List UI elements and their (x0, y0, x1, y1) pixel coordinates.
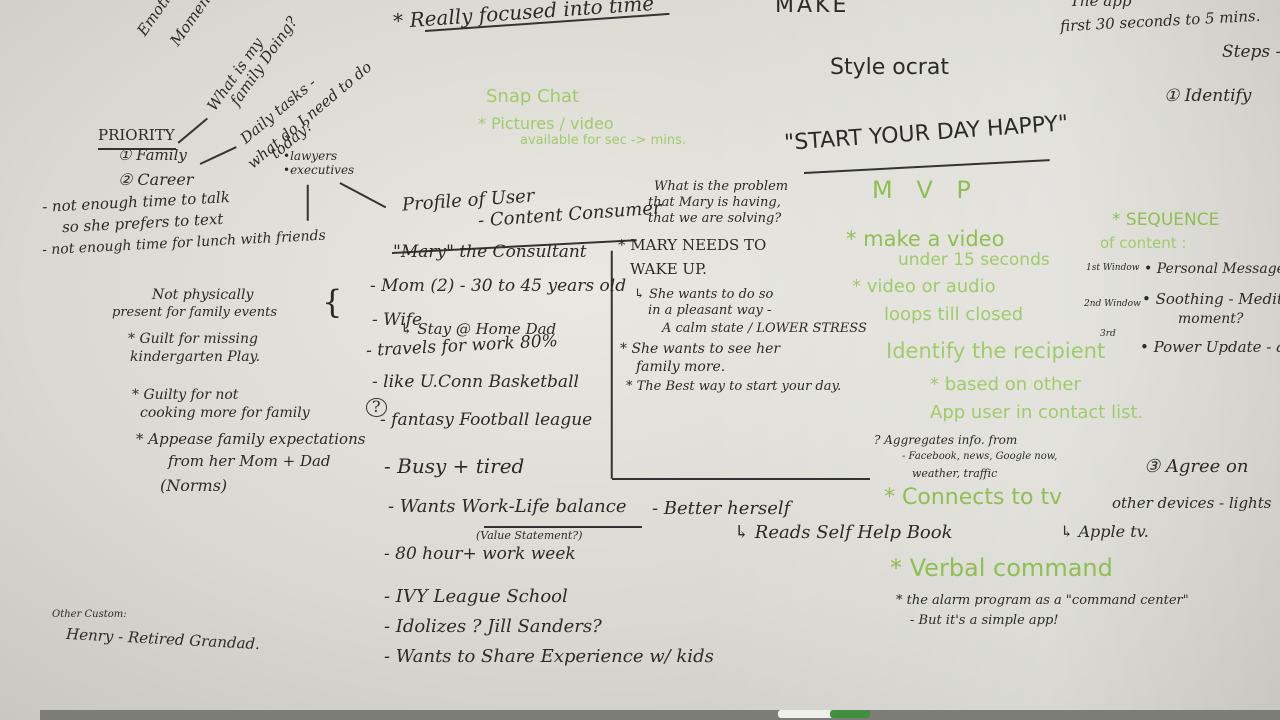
connector-line (307, 184, 309, 221)
style-ocrat: Style ocrat (830, 55, 949, 80)
wife-text: - Wife (372, 310, 423, 330)
make-video: * make a video (846, 227, 1005, 251)
make-text: MAKE (775, 0, 850, 18)
steps-text: Steps - (1222, 42, 1280, 62)
based-other: * based on other (930, 374, 1081, 395)
mom-dad-text: from her Mom + Dad (168, 452, 331, 470)
loops-text: loops till closed (884, 304, 1024, 325)
not-physically: Not physically (152, 287, 254, 303)
idolizes-text: - Idolizes ? Jill Sanders? (384, 616, 602, 637)
sequence-content: of content : (1100, 234, 1187, 252)
window-1: 1st Window (1086, 263, 1140, 273)
family-more: family more. (636, 359, 726, 375)
video-audio: * video or audio (852, 276, 996, 297)
hours-text: - 80 hour+ work week (384, 544, 576, 564)
mary-consultant: "Mary" the Consultant (393, 242, 587, 262)
ivy-text: - IVY League School (384, 586, 568, 607)
window-3: 3rd (1100, 329, 1116, 339)
marker-tray (40, 710, 1280, 720)
pictures-video: * Pictures / video (478, 114, 614, 133)
problem-q1: What is the problem (654, 179, 789, 194)
sequence-title: * SEQUENCE (1112, 210, 1220, 230)
question-circle: ? (366, 398, 387, 417)
available-text: available for sec -> mins. (520, 133, 687, 148)
marker[interactable] (778, 710, 838, 718)
better-herself: - Better herself (652, 498, 791, 519)
busy-text: - Busy + tired (384, 454, 525, 478)
mary-needs: * MARY NEEDS TO (618, 236, 767, 254)
light-glare (700, 0, 1280, 720)
lawyers-text: •lawyers (283, 149, 338, 163)
other-custom: Other Custom: (52, 609, 127, 620)
priority-career: ② Career (118, 170, 194, 189)
step-identify: ① Identify (1164, 86, 1252, 106)
see-family: * She wants to see her (620, 341, 781, 357)
executives-text: •executives (283, 163, 355, 177)
other-devices: other devices - lights (1112, 494, 1272, 512)
simple-app: - But it's a simple app! (910, 613, 1059, 628)
reads-self-help: ↳ Reads Self Help Book (734, 522, 953, 543)
norms-text: (Norms) (160, 476, 228, 495)
wake-up: WAKE UP. (630, 260, 707, 278)
priority-title: PRIORITY (98, 126, 175, 144)
share-text: - Wants to Share Experience w/ kids (384, 646, 714, 667)
best-way: * The Best way to start your day. (626, 379, 842, 394)
uconn-text: - like U.Conn Basketball (372, 372, 579, 392)
verbal-command: * Verbal command (890, 554, 1113, 582)
connects-tv: * Connects to tv (884, 485, 1063, 510)
guilty-not: * Guilty for not (132, 387, 239, 403)
problem-q3: that we are solving? (648, 211, 782, 226)
the-app-text: The app (1070, 0, 1132, 10)
priority-family: ① Family (118, 146, 187, 164)
snapchat-title: Snap Chat (486, 86, 580, 107)
apple-tv: ↳ Apple tv. (1060, 522, 1149, 541)
stay-home-text: ↳ Stay @ Home Dad (400, 320, 557, 338)
fantasy-text: - fantasy Football league (380, 410, 593, 430)
personal-message: • Personal Message (1144, 261, 1280, 277)
calm-state: A calm state / LOWER STRESS (662, 321, 867, 336)
power-update: • Power Update - agg. (1140, 338, 1280, 356)
kindergarten: kindergarten Play. (130, 349, 261, 365)
brace-symbol: { (322, 283, 343, 321)
agg-weather: weather, traffic (912, 467, 998, 480)
identify-recipient: Identify the recipient (886, 339, 1106, 363)
pleasant-way: in a pleasant way - (648, 303, 772, 318)
soothing-text: • Soothing - Meditation (1142, 290, 1280, 308)
app-user-text: App user in contact list. (930, 402, 1144, 423)
under-15: under 15 seconds (898, 250, 1050, 270)
agg-sources: - Facebook, news, Google now, (902, 451, 1058, 462)
aggregates-text: ? Aggregates info. from (874, 433, 1018, 447)
balance-text: - Wants Work-Life balance (388, 496, 627, 517)
problem-q2: that Mary is having, (648, 195, 781, 210)
cooking-more: cooking more for family (140, 405, 310, 421)
mom-text: - Mom (2) - 30 to 45 years old (370, 276, 627, 296)
alarm-program: * the alarm program as a "command center… (896, 593, 1189, 608)
guilt-missing: * Guilt for missing (128, 331, 259, 347)
underline (98, 148, 176, 150)
appease-text: * Appease family expectations (136, 430, 366, 448)
value-statement: (Value Statement?) (476, 529, 583, 542)
moment-text: moment? (1178, 311, 1244, 327)
wants-to-do: ↳ She wants to do so (634, 287, 774, 302)
marker[interactable] (830, 710, 870, 718)
underline (484, 526, 642, 528)
step-agree: ③ Agree on (1144, 456, 1249, 477)
window-2: 2nd Window (1084, 299, 1141, 309)
present-family: present for family events (112, 305, 277, 320)
mvp-title: M V P (872, 176, 979, 204)
horizontal-divider (612, 478, 870, 480)
